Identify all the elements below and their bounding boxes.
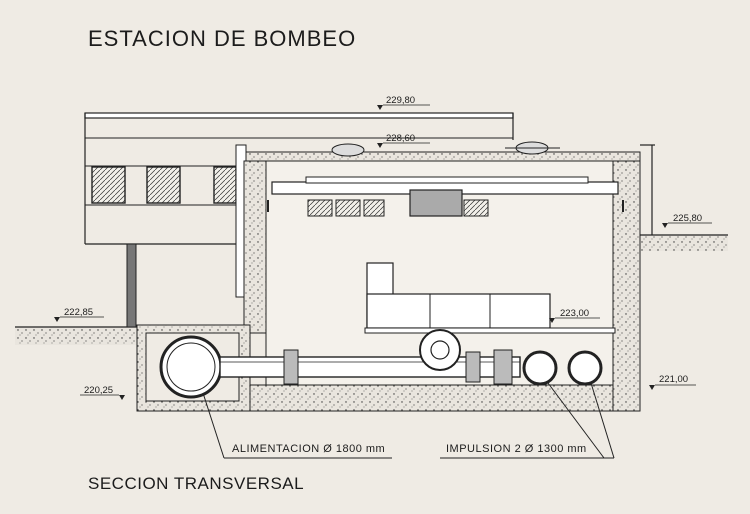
elevation-bottom-right: 221,00 [659, 374, 689, 385]
window-2 [146, 166, 181, 204]
elevation-bottom-left: 220,25 [84, 385, 114, 396]
label-discharge: IMPULSION 2 Ø 1300 mm [446, 443, 587, 455]
elevation-markers [54, 104, 712, 400]
roof-slab [84, 112, 514, 244]
elevation-floor: 223,00 [560, 308, 590, 319]
window-1 [91, 166, 126, 204]
drawing-title: ESTACION DE BOMBEO [88, 26, 357, 51]
pump-line [219, 329, 521, 385]
intake-pipe [159, 335, 223, 399]
roof-vents [331, 141, 560, 157]
discharge-pipes [522, 350, 603, 386]
elevation-roof: 229,80 [386, 95, 416, 106]
annex-building [85, 165, 238, 328]
overhead-crane [267, 176, 624, 217]
elevation-ceiling: 228,60 [386, 133, 416, 144]
window-3 [213, 166, 237, 204]
ground-right [640, 234, 728, 251]
drawing-subtitle: SECCION TRANSVERSAL [88, 474, 305, 493]
control-cabinets [364, 262, 616, 334]
label-feed: ALIMENTACION Ø 1800 mm [232, 443, 386, 455]
ground-left [15, 326, 137, 345]
leader-lines [202, 382, 615, 459]
elevation-ground-right: 225,80 [673, 213, 703, 224]
elevation-ground-left: 222,85 [64, 307, 94, 318]
